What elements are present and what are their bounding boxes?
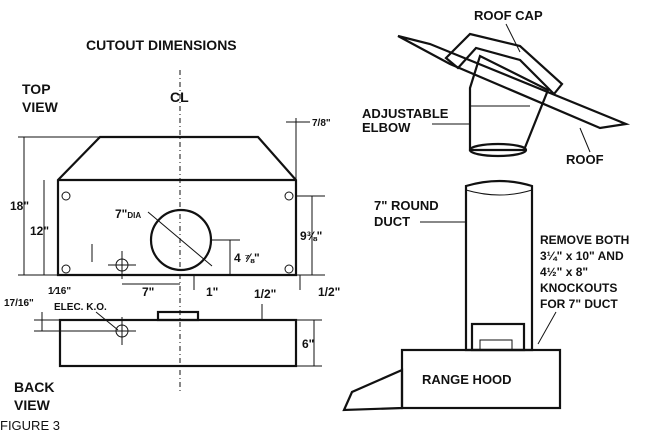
dim-overall-height: 18": [10, 199, 29, 213]
remove-label-3: 4½" x 8": [540, 265, 588, 279]
dim-six-inch: 6": [302, 337, 314, 351]
dim-offset-right: 1/2": [318, 285, 340, 299]
elbow-bottom: [468, 142, 528, 158]
dim-offset-top: 7/8": [312, 118, 331, 129]
elbow-label: ELBOW: [362, 120, 411, 135]
remove-label-5: FOR 7" DUCT: [540, 297, 618, 311]
roof-surface: [397, 34, 631, 130]
round-duct-label-2: DUCT: [374, 214, 410, 229]
mount-hole: [61, 191, 71, 201]
top-view-outline: [56, 135, 298, 277]
roof-cap-leader: [505, 23, 521, 53]
mount-hole: [284, 191, 294, 201]
centerline-symbol: CL: [170, 89, 189, 105]
range-hood-lip: [342, 368, 404, 412]
duct-knockout-inner: [479, 339, 513, 351]
dim-half-mid: 1/2": [254, 287, 276, 301]
mount-hole: [284, 264, 294, 274]
dim-center-height: 4 ⅞": [234, 251, 260, 265]
dim-hole-block-height: 12": [30, 224, 49, 238]
remove-leader: [537, 311, 557, 345]
duct-top-edge: [465, 189, 533, 196]
back-view-outline: [58, 318, 298, 368]
remove-label-4: KNOCKOUTS: [540, 281, 617, 295]
elec-ko-label: ELEC. K.O.: [54, 302, 107, 313]
remove-label-2: 3¼" x 10" AND: [540, 249, 624, 263]
dim-seven-inch: 7": [142, 285, 154, 299]
adjustable-elbow: [468, 54, 550, 152]
round-duct: [464, 179, 534, 352]
duct-dia-line: [147, 211, 213, 267]
dim-right-height: 9⅜": [300, 229, 322, 243]
roof-cap: [444, 32, 564, 96]
top-view-label: TOP: [22, 81, 51, 97]
diagram-title: CUTOUT DIMENSIONS: [86, 37, 237, 53]
remove-label-1: REMOVE BOTH: [540, 233, 629, 247]
range-hood-label: RANGE HOOD: [422, 372, 512, 387]
figure-label: FIGURE 3: [0, 418, 60, 432]
adjustable-label: ADJUSTABLE: [362, 106, 449, 121]
roof-leader: [579, 127, 591, 153]
mount-hole: [61, 264, 71, 274]
dim-one-seven: 17/16": [4, 298, 34, 309]
dim-ko-small: 1⁄16": [48, 286, 71, 297]
dim-one-inch: 1": [206, 285, 218, 299]
roof-label: ROOF: [566, 152, 604, 167]
round-duct-label: 7" ROUND: [374, 198, 439, 213]
roof-cap-label: ROOF CAP: [474, 8, 543, 23]
top-view-label-2: VIEW: [22, 99, 59, 115]
dim-duct-dia: 7"DIA: [115, 207, 141, 221]
back-view-label-2: VIEW: [14, 397, 51, 413]
back-view-tab: [156, 310, 200, 322]
back-view-label: BACK: [14, 379, 54, 395]
